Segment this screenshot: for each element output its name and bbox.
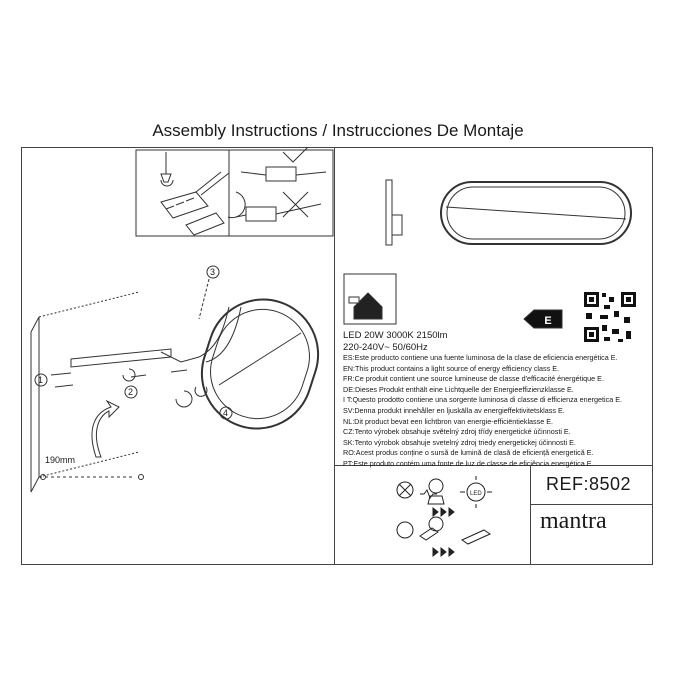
energy-note: NL:Dit product bevat een lichtbron van e…: [343, 416, 554, 426]
energy-note: CZ:Tento výrobek obsahuje světelný zdroj…: [343, 427, 571, 437]
qr-code-icon: [584, 292, 636, 342]
rotate-arrow-icon: [227, 191, 246, 219]
step-number-3: 3: [210, 267, 215, 277]
energy-note: PT:Este produto contém uma fonte de luz …: [343, 458, 594, 468]
divider-vertical: [334, 147, 335, 565]
energy-class-letter: E: [544, 315, 551, 327]
no-bulb-replace-icon: [396, 481, 414, 499]
energy-note: SK:Tento výrobok obsahuje svetelný zdroj…: [343, 437, 576, 447]
page-title: Assembly Instructions / Instrucciones De…: [152, 121, 524, 140]
divider-horizontal: [334, 465, 653, 466]
energy-class-badge: [523, 309, 563, 329]
no-switch-icon: [396, 521, 414, 539]
product-views: E: [343, 179, 636, 342]
led-spec: LED 20W 3000K 2150lm: [343, 330, 448, 341]
energy-note: I T:Questo prodotto contiene una sorgent…: [343, 395, 623, 405]
energy-note: EN:This product contains a light source …: [343, 363, 559, 373]
step-number-1: 1: [38, 375, 43, 385]
assembly-diagram: 3 1 2 4: [30, 147, 334, 493]
energy-note: FR:Ce produit contient une source lumine…: [343, 374, 604, 384]
house-energy-icon: [343, 273, 397, 325]
lamp-body: [200, 298, 320, 430]
driver-icon: [419, 527, 439, 541]
step-number-4: 4: [223, 408, 228, 418]
arrow-icon: [432, 506, 455, 518]
instruction-sheet-frame: [21, 147, 653, 565]
wall-plate: [30, 316, 40, 493]
energy-notes-list: ES:Este producto contiene una fuente lum…: [343, 353, 643, 470]
energy-note: ES:Este producto contiene una fuente lum…: [343, 353, 618, 362]
divider-ref-box: [530, 465, 531, 565]
energy-note: DE:Dieses Produkt enthält eine Lichtquel…: [343, 384, 574, 394]
mounting-bracket: [70, 348, 172, 368]
screwdriver-icon: [160, 152, 172, 183]
side-view: [385, 179, 393, 246]
electrician-icon: [428, 478, 444, 494]
step-number-2: 2: [128, 387, 133, 397]
curved-arrow-icon: [91, 399, 120, 458]
brand-logo: mantra: [540, 508, 607, 534]
divider-ref-brand: [530, 504, 653, 505]
screw-icon: [50, 369, 188, 388]
front-view: [440, 181, 632, 245]
power-supply-icon: [460, 529, 492, 545]
detail-inset-frame: [135, 149, 334, 237]
usage-icons: LED: [396, 476, 492, 558]
dimension-label: 190mm: [45, 455, 76, 465]
voltage-spec: 220-240V~ 50/60Hz: [343, 342, 428, 353]
energy-note: SV:Denna produkt innehåller en ljuskälla…: [343, 405, 565, 415]
led-icon: [466, 482, 486, 502]
led-icon-label: LED: [470, 491, 482, 497]
energy-note: RO:Acest produs conține o sursă de lumin…: [343, 448, 594, 458]
reference-number: REF:8502: [546, 474, 632, 494]
electrician-icon-2: [428, 516, 444, 532]
